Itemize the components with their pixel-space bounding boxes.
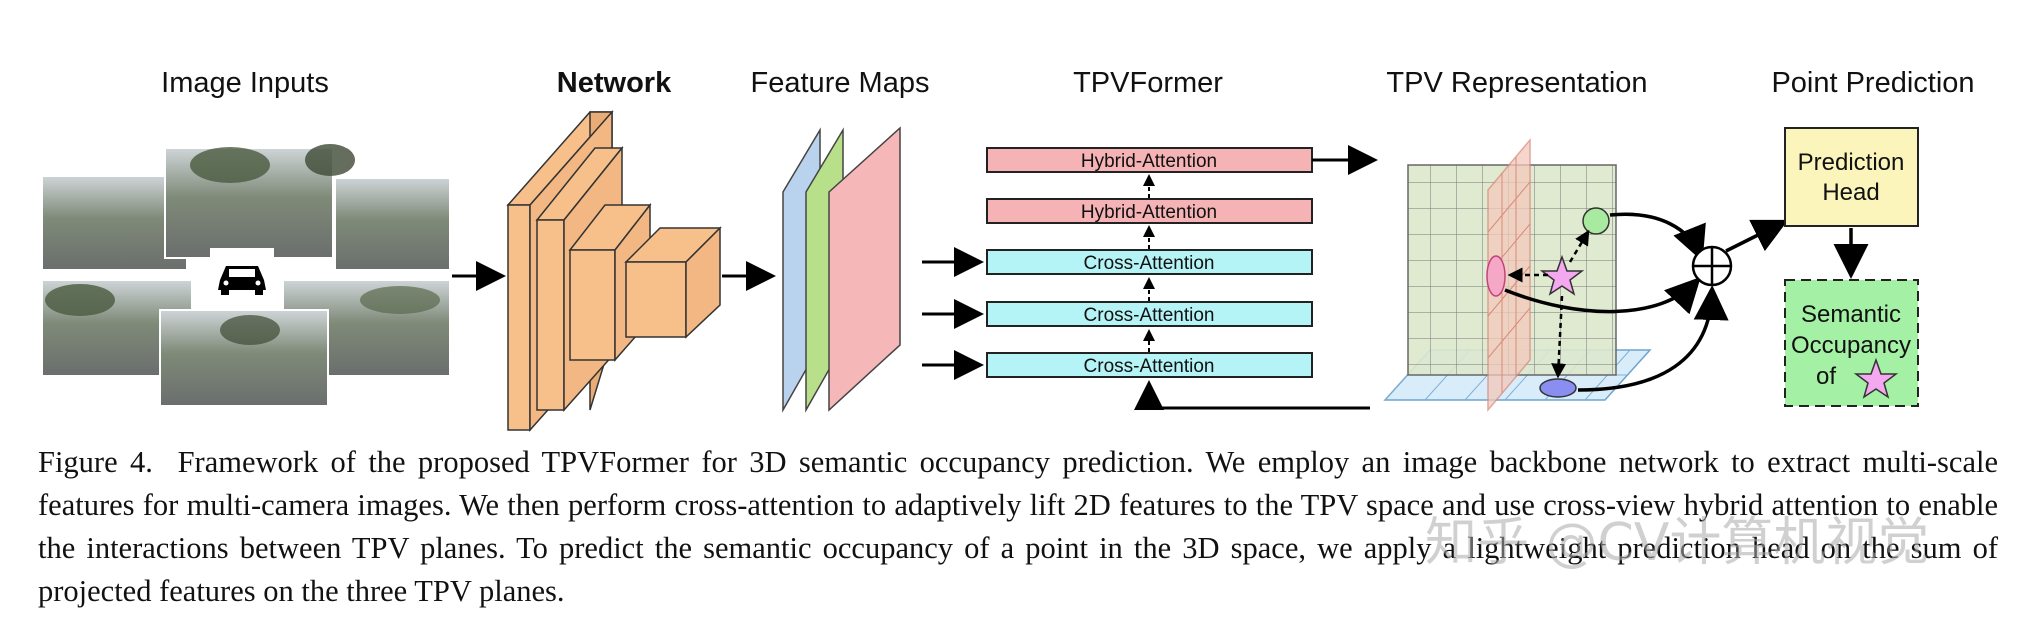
- projection-point-side: [1486, 255, 1506, 297]
- title-tpv-representation: TPV Representation: [1386, 67, 1647, 99]
- hybrid-attention-label-1: Hybrid-Attention: [1081, 151, 1217, 172]
- cross-attention-block-1: [986, 249, 1313, 275]
- camera-image-back: [159, 309, 329, 407]
- query-point-star-icon: [1539, 254, 1585, 296]
- prediction-head-label-1: Prediction: [1798, 149, 1905, 176]
- semantic-occupancy-label-2: Occupancy: [1791, 332, 1911, 359]
- hybrid-attention-block-2: [986, 198, 1313, 224]
- camera-image-front-right: [334, 177, 451, 271]
- title-network: Network: [557, 67, 672, 99]
- feature-maps: [782, 126, 901, 413]
- car-icon: [218, 266, 266, 295]
- caption-text: Framework of the proposed TPVFormer for …: [38, 445, 1998, 608]
- tpvformer-stack: Hybrid-Attention Hybrid-Attention Cross-…: [922, 145, 1378, 410]
- arrow-sum-to-head: [1725, 219, 1789, 253]
- cross-attention-label-1: Cross-Attention: [1084, 253, 1215, 274]
- title-image-inputs: Image Inputs: [161, 67, 329, 99]
- prediction-head-box: [1784, 127, 1919, 227]
- arrow-tpv-feedback: [1134, 380, 1370, 410]
- sum-operator-icon: [1691, 245, 1733, 287]
- cross-attention-block-2: [986, 301, 1313, 327]
- watermark: 知乎 @CV计算机视觉: [1425, 513, 1930, 573]
- figure-caption: Figure 4. Framework of the proposed TPVF…: [38, 441, 1998, 613]
- occupancy-star-icon: [1853, 357, 1899, 399]
- hybrid-attention-label-2: Hybrid-Attention: [1081, 202, 1217, 223]
- semantic-occupancy-box: [1784, 279, 1919, 407]
- caption-label: Figure 4.: [38, 445, 153, 479]
- projection-point-bottom: [1539, 378, 1577, 398]
- camera-images: [41, 144, 451, 407]
- title-point-prediction: Point Prediction: [1771, 67, 1974, 99]
- cross-attention-block-3: [986, 352, 1313, 378]
- framework-figure: Image Inputs Network Feature Maps TPVFor…: [41, 67, 1975, 432]
- prediction-head-label-2: Head: [1822, 179, 1879, 206]
- feature-map-pink: [828, 126, 901, 412]
- camera-image-front-left: [41, 175, 188, 271]
- backbone-network: [506, 110, 722, 432]
- tpv-representation: [1383, 137, 1729, 413]
- cross-attention-label-2: Cross-Attention: [1084, 305, 1215, 326]
- semantic-occupancy-label-3: of: [1816, 363, 1836, 390]
- title-feature-maps: Feature Maps: [751, 67, 930, 99]
- cross-attention-label-3: Cross-Attention: [1084, 356, 1215, 377]
- title-tpvformer: TPVFormer: [1073, 67, 1223, 99]
- semantic-occupancy-label-1: Semantic: [1801, 301, 1901, 328]
- projection-point-front: [1582, 207, 1610, 235]
